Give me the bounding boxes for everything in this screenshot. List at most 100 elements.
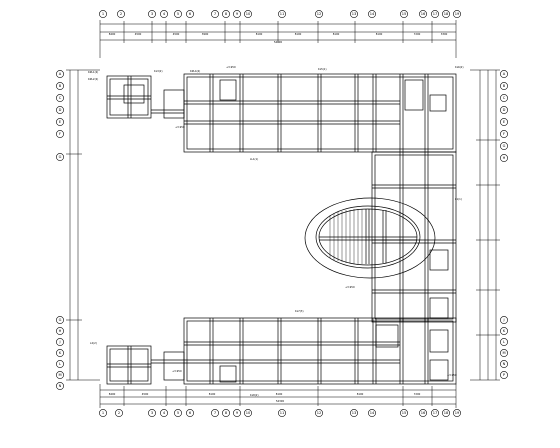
dim-label: 4500 <box>173 32 180 36</box>
axis-bubble: 11 <box>278 409 286 417</box>
svg-text:A: A <box>59 72 62 76</box>
svg-text:13: 13 <box>352 12 357 16</box>
axis-bubble: 4 <box>160 10 168 18</box>
axis-bubble: 10 <box>244 10 252 18</box>
axis-bubble: 15 <box>400 409 408 417</box>
upper-wing <box>106 73 457 153</box>
axis-bubble: 19 <box>453 409 461 417</box>
axis-bubble: 12 <box>315 409 323 417</box>
axis-bubble: 9 <box>233 10 241 18</box>
svg-text:M: M <box>502 351 505 355</box>
member-label: KL6(2) <box>455 65 463 69</box>
svg-text:G: G <box>503 144 506 148</box>
dim-label: 8400 <box>109 392 116 396</box>
svg-text:B: B <box>503 84 506 88</box>
axis-bubble: 17 <box>431 409 439 417</box>
axis-bubble: H <box>500 154 508 162</box>
axis-bubble: 10 <box>244 409 252 417</box>
dim-label: 8400 <box>109 32 116 36</box>
svg-text:17: 17 <box>433 411 438 415</box>
dim-label: 8100 <box>333 32 340 36</box>
elevation-mark: +3.950 <box>447 373 457 377</box>
svg-text:16: 16 <box>421 411 426 415</box>
axis-bubble: 16 <box>419 409 427 417</box>
axis-bubble: 17 <box>431 10 439 18</box>
elevation-mark: +3.950 <box>226 65 236 69</box>
svg-text:3: 3 <box>151 411 153 415</box>
svg-text:2: 2 <box>118 411 120 415</box>
dim-label: 8100 <box>357 392 364 396</box>
dim-label: 8100 <box>295 32 302 36</box>
svg-text:K: K <box>503 329 506 333</box>
axis-bubble: H <box>56 327 64 335</box>
svg-text:19: 19 <box>455 12 460 16</box>
member-label: KZL4(2) <box>190 69 200 73</box>
svg-text:5: 5 <box>177 12 179 16</box>
axis-bubble: 14 <box>368 409 376 417</box>
member-label: KZL1(2) <box>88 70 98 74</box>
svg-text:8: 8 <box>225 12 228 16</box>
member-label: KL8(2) <box>250 393 258 397</box>
svg-text:J: J <box>58 340 60 344</box>
axis-bubble: 3 <box>148 409 156 417</box>
axis-bubble: F <box>56 130 64 138</box>
axis-bubble: C <box>500 94 508 102</box>
svg-text:12: 12 <box>317 411 322 415</box>
svg-text:6: 6 <box>189 12 192 16</box>
axis-bubble: 8 <box>222 409 230 417</box>
svg-text:6: 6 <box>189 411 192 415</box>
elevation-marks: +3.950 +3.950 +3.950 +3.950 +3.950 <box>172 65 457 377</box>
svg-text:4: 4 <box>163 12 166 16</box>
svg-text:G: G <box>59 155 62 159</box>
svg-text:C: C <box>503 96 506 100</box>
svg-text:G: G <box>59 318 62 322</box>
svg-text:E: E <box>59 120 62 124</box>
top-dimension-ticks <box>123 21 433 43</box>
bottom-dimension-chain <box>99 384 457 408</box>
axis-bubble: K <box>56 349 64 357</box>
axis-bubble: 15 <box>400 10 408 18</box>
svg-text:7: 7 <box>214 12 216 16</box>
svg-text:K: K <box>59 351 62 355</box>
svg-text:5: 5 <box>177 411 179 415</box>
axis-bubble: 3 <box>148 10 156 18</box>
svg-text:B: B <box>59 84 62 88</box>
axis-bubble: 14 <box>368 10 376 18</box>
axis-bubble: D <box>56 106 64 114</box>
dim-label: 8100 <box>276 392 283 396</box>
svg-text:A: A <box>503 72 506 76</box>
dim-total-label: 54300 <box>274 40 283 44</box>
svg-text:F: F <box>503 132 505 136</box>
axis-bubble: 11 <box>278 10 286 18</box>
svg-text:L: L <box>59 362 61 366</box>
right-dimension-chain <box>470 69 500 381</box>
axis-bubble: G <box>56 153 64 161</box>
dim-label: 4500 <box>142 392 149 396</box>
axis-bubble: 8 <box>222 10 230 18</box>
svg-text:11: 11 <box>280 411 285 415</box>
dim-label: 3900 <box>202 32 209 36</box>
axis-bubble: M <box>500 349 508 357</box>
top-axis-bubbles: 1 2 3 4 5 6 7 8 9 10 11 12 13 14 15 16 1… <box>99 10 461 18</box>
svg-text:H: H <box>503 156 506 160</box>
axis-bubble: 18 <box>442 409 450 417</box>
axis-bubble: 6 <box>186 10 194 18</box>
axis-bubble: A <box>56 70 64 78</box>
member-label: KL5(1) <box>318 67 326 71</box>
svg-text:1: 1 <box>102 411 104 415</box>
elevation-mark: +3.950 <box>172 369 182 373</box>
axis-bubble: 16 <box>419 10 427 18</box>
member-labels: KZL1(2) KZL2(2) KL3(2) KZL4(2) KL5(1) KL… <box>88 65 463 397</box>
svg-text:F: F <box>59 132 61 136</box>
axis-bubble: F <box>500 130 508 138</box>
svg-text:14: 14 <box>370 12 375 16</box>
axis-bubble: N <box>56 382 64 390</box>
member-label: KZL2(2) <box>88 77 98 81</box>
axis-bubble: C <box>56 94 64 102</box>
svg-text:9: 9 <box>236 411 239 415</box>
svg-text:16: 16 <box>421 12 426 16</box>
axis-bubble: J <box>500 316 508 324</box>
svg-text:N: N <box>503 362 506 366</box>
axis-bubble: 19 <box>453 10 461 18</box>
svg-text:7: 7 <box>214 411 216 415</box>
